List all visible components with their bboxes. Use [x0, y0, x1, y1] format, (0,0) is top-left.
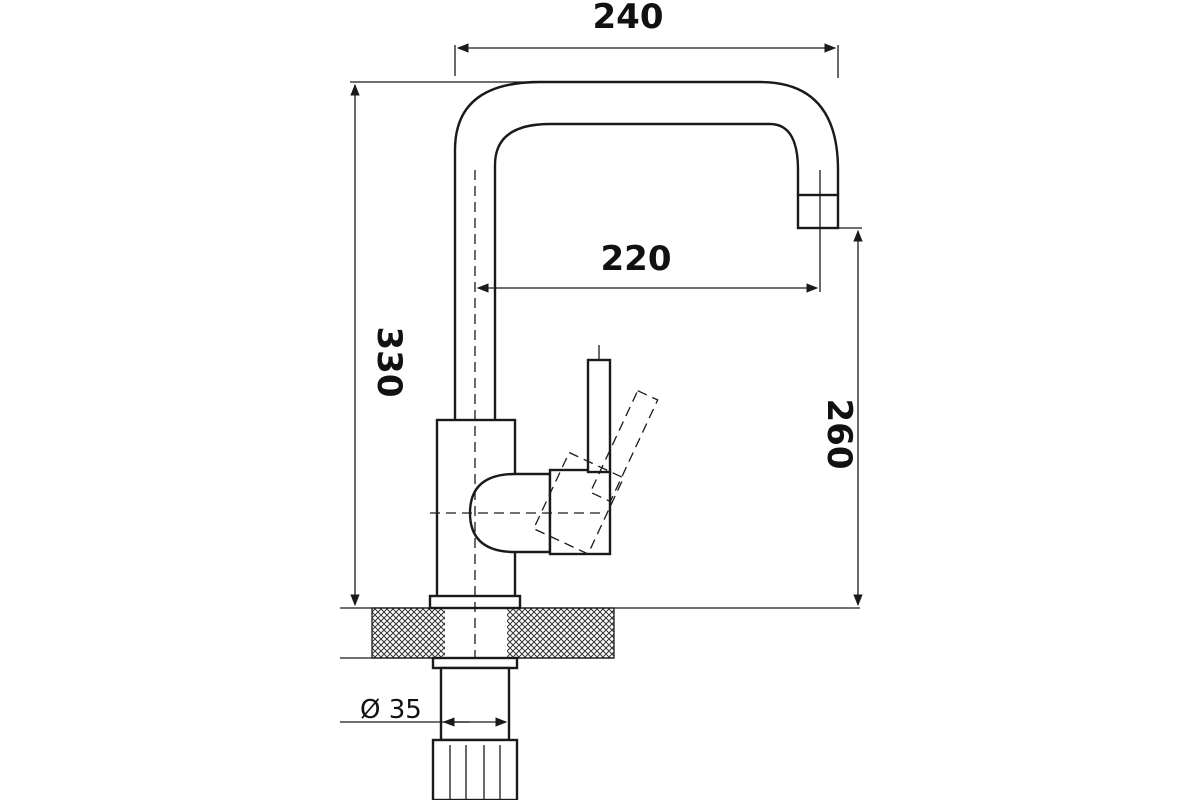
- spout: [453, 80, 840, 420]
- dimension-330: 330: [350, 81, 540, 607]
- dimension-240-label: 240: [593, 0, 664, 37]
- countertop-section: [340, 607, 860, 659]
- dimension-260-label: 260: [819, 399, 859, 470]
- mounting-stem: [431, 656, 519, 800]
- dimension-240: 240: [454, 0, 839, 78]
- dimension-330-label: 330: [369, 327, 409, 398]
- dimension-diameter-label: Ø 35: [360, 695, 422, 725]
- dimension-260: 260: [819, 227, 863, 607]
- dimension-220: 220: [476, 228, 821, 293]
- dimension-220-label: 220: [601, 239, 672, 279]
- dimension-diameter-35: Ø 35: [340, 695, 510, 732]
